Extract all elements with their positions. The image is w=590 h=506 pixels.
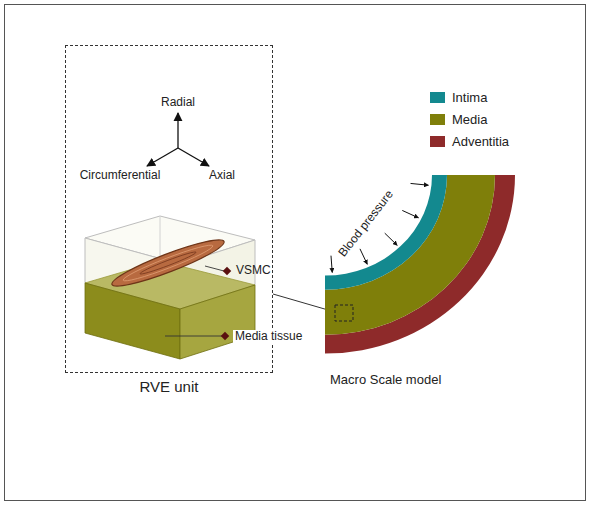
axis-label: Axial xyxy=(209,169,235,183)
leader-lines xyxy=(165,266,224,336)
legend-row: Adventitia xyxy=(430,130,509,152)
leader-marker xyxy=(221,332,229,340)
part-label: VSMC xyxy=(236,264,271,278)
wall-layer xyxy=(325,175,447,290)
vsmc-cell xyxy=(109,233,227,293)
model-label: Macro Scale model xyxy=(330,373,441,388)
wall-layer xyxy=(325,175,515,354)
wall-layer xyxy=(325,175,495,335)
axes xyxy=(147,113,209,166)
pressure-arrow xyxy=(331,256,332,273)
rve-box: RVE unit xyxy=(65,45,273,373)
axis-label: Circumferential xyxy=(80,169,161,183)
legend-text: Media xyxy=(452,112,487,127)
legend-text: Adventitia xyxy=(452,134,509,149)
axis-label: Radial xyxy=(161,96,195,110)
legend-row: Media xyxy=(430,108,509,130)
pressure-arrow xyxy=(385,233,398,245)
pressure-arrow xyxy=(411,183,429,185)
part-label: Media tissue xyxy=(233,330,304,344)
pressure-arrows xyxy=(331,183,428,272)
load-label: Blood pressure xyxy=(336,188,397,260)
legend-swatch xyxy=(430,92,445,103)
rve-cube xyxy=(85,216,255,359)
legend-row: Intima xyxy=(430,86,509,108)
legend-text: Intima xyxy=(452,90,487,105)
pressure-arrow xyxy=(360,249,367,264)
leader-marker xyxy=(223,267,231,275)
legend: IntimaMediaAdventitia xyxy=(430,86,509,152)
frame xyxy=(5,5,586,501)
node-heading: RVE unit xyxy=(66,378,272,395)
legend-swatch xyxy=(430,114,445,125)
pressure-arrow xyxy=(402,210,418,217)
artery-wall xyxy=(325,175,515,354)
rve-location xyxy=(335,305,353,321)
legend-swatch xyxy=(430,136,445,147)
